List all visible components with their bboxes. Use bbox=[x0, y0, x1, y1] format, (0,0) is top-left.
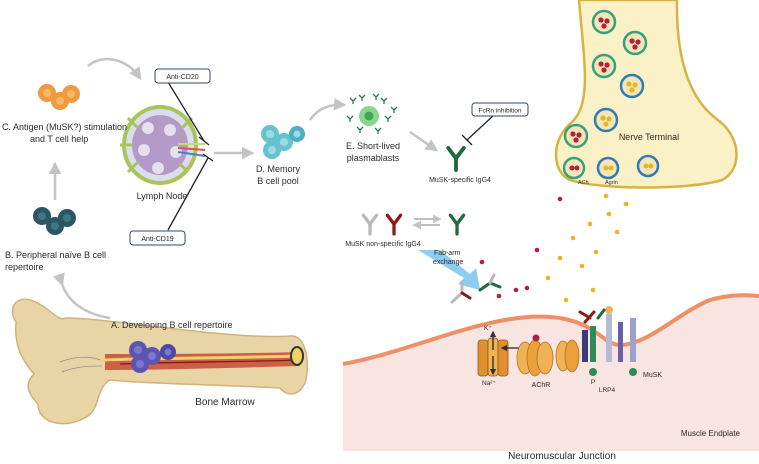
naive-b-cells bbox=[33, 207, 76, 235]
lymph-node-label: Lymph Node bbox=[137, 191, 188, 201]
vesicle bbox=[622, 30, 648, 56]
ach-label: ACh bbox=[578, 180, 589, 186]
potassium-channel bbox=[477, 330, 520, 377]
stage-d-label-line1: D. Memory bbox=[256, 164, 301, 174]
fcrn-inhibition-label: FcRn inhibition bbox=[479, 108, 522, 115]
released-neurotransmitter bbox=[479, 193, 629, 303]
developing-b-cells bbox=[129, 341, 176, 373]
stage-b-label-line1: B. Peripheral naïve B cell bbox=[5, 250, 106, 260]
vesicle bbox=[593, 107, 619, 133]
plasmablast bbox=[346, 93, 398, 135]
agrin-label: Agrin bbox=[605, 180, 618, 186]
bone-marrow-label: Bone Marrow bbox=[195, 397, 255, 408]
vesicle bbox=[591, 9, 617, 35]
neuromuscular-junction-title: Neuromuscular Junction bbox=[508, 451, 616, 462]
sodium-label: Na²⁺ bbox=[482, 380, 496, 387]
lrp4-label: LRP4 bbox=[599, 387, 616, 394]
anti-cd20-label: Anti-CD20 bbox=[166, 74, 198, 81]
nonspecific-igg4-grey bbox=[361, 213, 379, 236]
anti-cd19-box: Anti-CD19 bbox=[129, 230, 186, 246]
bispecific-igg4 bbox=[450, 273, 502, 304]
lrp4-musk-complex bbox=[578, 306, 637, 376]
achr-receptors bbox=[516, 334, 580, 377]
stage-c-label-line2: and T cell help bbox=[30, 134, 88, 144]
fab-arm-exchange-arrow bbox=[418, 250, 480, 290]
fab-arm-label-line2: exchange bbox=[433, 259, 463, 266]
vesicle bbox=[596, 156, 620, 180]
stage-a-label: A. Developing B cell repertoire bbox=[111, 320, 233, 330]
exchange-igg4-green bbox=[448, 213, 466, 236]
bone-marrow bbox=[11, 298, 309, 425]
vesicle bbox=[563, 123, 589, 149]
vesicle bbox=[562, 156, 586, 180]
stage-d-label-line2: B cell pool bbox=[257, 176, 299, 186]
phospho-label: P bbox=[591, 379, 595, 386]
muscle-endplate bbox=[342, 293, 759, 451]
anti-cd20-box: Anti-CD20 bbox=[154, 68, 211, 84]
musk-specific-igg4 bbox=[446, 145, 466, 172]
exchange-arrows bbox=[412, 214, 442, 230]
process-arrows bbox=[48, 57, 439, 320]
stimulated-b-cells bbox=[38, 84, 80, 110]
muscle-endplate-label: Muscle Endplate bbox=[681, 429, 741, 438]
fcrn-inhibition-box: FcRn inhibition bbox=[471, 102, 529, 117]
nerve-terminal-label: Nerve Terminal bbox=[619, 132, 679, 142]
musk-specific-igg4-label: MuSK-specific IgG4 bbox=[429, 177, 491, 184]
musk-label: MuSK bbox=[643, 372, 662, 379]
stage-e-label-line2: plasmablasts bbox=[347, 153, 400, 163]
potassium-label: K⁺ bbox=[484, 325, 492, 332]
lymph-node bbox=[120, 105, 206, 185]
musk-nonspecific-igg4-label: MuSK non-specific IgG4 bbox=[345, 241, 421, 248]
stage-e-label-line1: E. Short-lived bbox=[346, 141, 400, 151]
nerve-terminal bbox=[554, 0, 738, 189]
vesicle bbox=[591, 53, 617, 79]
fab-arm-label-line1: Fab-arm bbox=[434, 250, 461, 257]
vesicle bbox=[636, 154, 660, 178]
inhibition-lines bbox=[167, 81, 495, 231]
anti-cd19-label: Anti-CD19 bbox=[141, 236, 173, 243]
achr-label: AChR bbox=[532, 382, 551, 389]
vesicle bbox=[619, 73, 645, 99]
synaptic-vesicles bbox=[562, 9, 660, 180]
stage-b-label-line2: repertoire bbox=[5, 262, 44, 272]
stage-c-label-line1: C. Antigen (MuSK?) stimulation bbox=[2, 122, 127, 132]
memory-b-cells bbox=[261, 125, 305, 159]
nonspecific-igg4-red bbox=[385, 213, 403, 236]
